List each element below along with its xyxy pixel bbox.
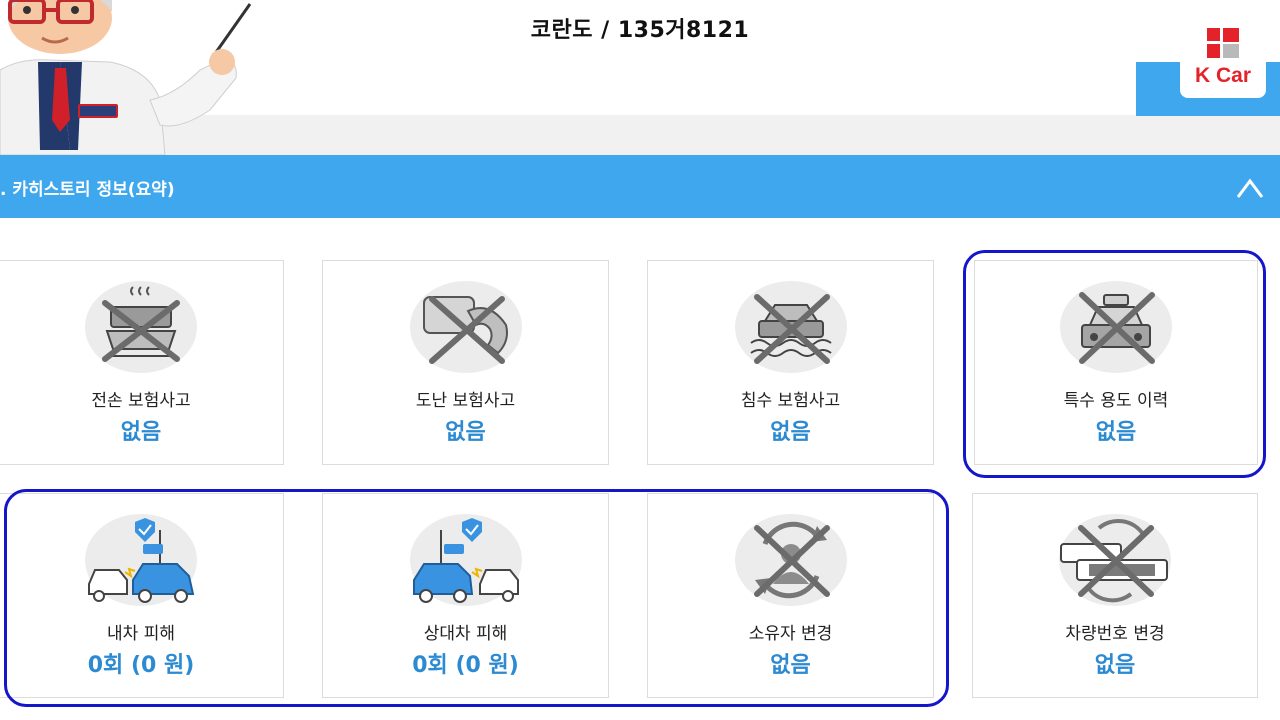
card-value: 없음 <box>770 653 811 678</box>
brand-name: K Car <box>1194 64 1252 87</box>
plate-change-icon <box>1060 519 1168 603</box>
card-label: 침수 보험사고 <box>740 391 841 411</box>
theft-phone-icon <box>422 296 508 364</box>
wrecked-car-icon <box>102 286 180 362</box>
card-value: 0회 (0 원) <box>412 653 519 678</box>
taxi-car-icon <box>1079 292 1155 364</box>
card-icon-circle <box>85 281 197 373</box>
other-car-damage-icon <box>412 518 519 603</box>
card-icon-circle <box>409 514 522 606</box>
kcar-mark-icon <box>1207 28 1239 58</box>
card-icon-circle <box>409 281 522 373</box>
card-plate-change: 차량번호 변경 없음 <box>972 493 1258 698</box>
doctor-mascot-icon <box>0 0 252 155</box>
owner-change-icon <box>753 521 830 599</box>
card-label: 차량번호 변경 <box>1065 624 1165 644</box>
card-value: 없음 <box>1094 653 1136 678</box>
card-value: 0회 (0 원) <box>87 653 195 678</box>
my-car-damage-icon <box>88 518 195 603</box>
card-icon-circle <box>1059 514 1171 606</box>
card-owner-change: 소유자 변경 없음 <box>647 493 934 698</box>
card-value: 없음 <box>1095 420 1137 445</box>
card-label: 도난 보험사고 <box>415 391 516 411</box>
section-title: . 카히스토리 정보(요약) <box>0 180 175 200</box>
card-special-use: 특수 용도 이력 없음 <box>974 260 1258 465</box>
card-label: 상대차 피해 <box>423 624 508 644</box>
page-title: 코란도 / 135거8121 <box>530 18 750 43</box>
kcar-logo[interactable]: K Car <box>1180 22 1266 98</box>
card-other-car-damage: 상대차 피해 0회 (0 원) <box>322 493 609 698</box>
card-label: 소유자 변경 <box>748 624 833 644</box>
card-value: 없음 <box>120 420 162 445</box>
card-icon-circle <box>1060 281 1172 373</box>
card-label: 전손 보험사고 <box>91 391 191 411</box>
card-icon-circle <box>734 514 847 606</box>
chevron-up-icon[interactable] <box>1234 171 1266 203</box>
card-total-loss: 전손 보험사고 없음 <box>0 260 284 465</box>
section-bar[interactable]: . 카히스토리 정보(요약) <box>0 155 1280 218</box>
flooded-car-icon <box>749 294 832 364</box>
card-label: 내차 피해 <box>107 624 175 644</box>
card-label: 특수 용도 이력 <box>1063 391 1169 411</box>
card-value: 없음 <box>445 420 486 445</box>
card-value: 없음 <box>770 420 811 445</box>
card-theft: 도난 보험사고 없음 <box>322 260 609 465</box>
card-my-car-damage: 내차 피해 0회 (0 원) <box>0 493 284 698</box>
card-icon-circle <box>85 514 197 606</box>
card-icon-circle <box>734 281 847 373</box>
card-flood: 침수 보험사고 없음 <box>647 260 934 465</box>
report-header: 코란도 / 135거8121 K Car <box>0 0 1280 155</box>
